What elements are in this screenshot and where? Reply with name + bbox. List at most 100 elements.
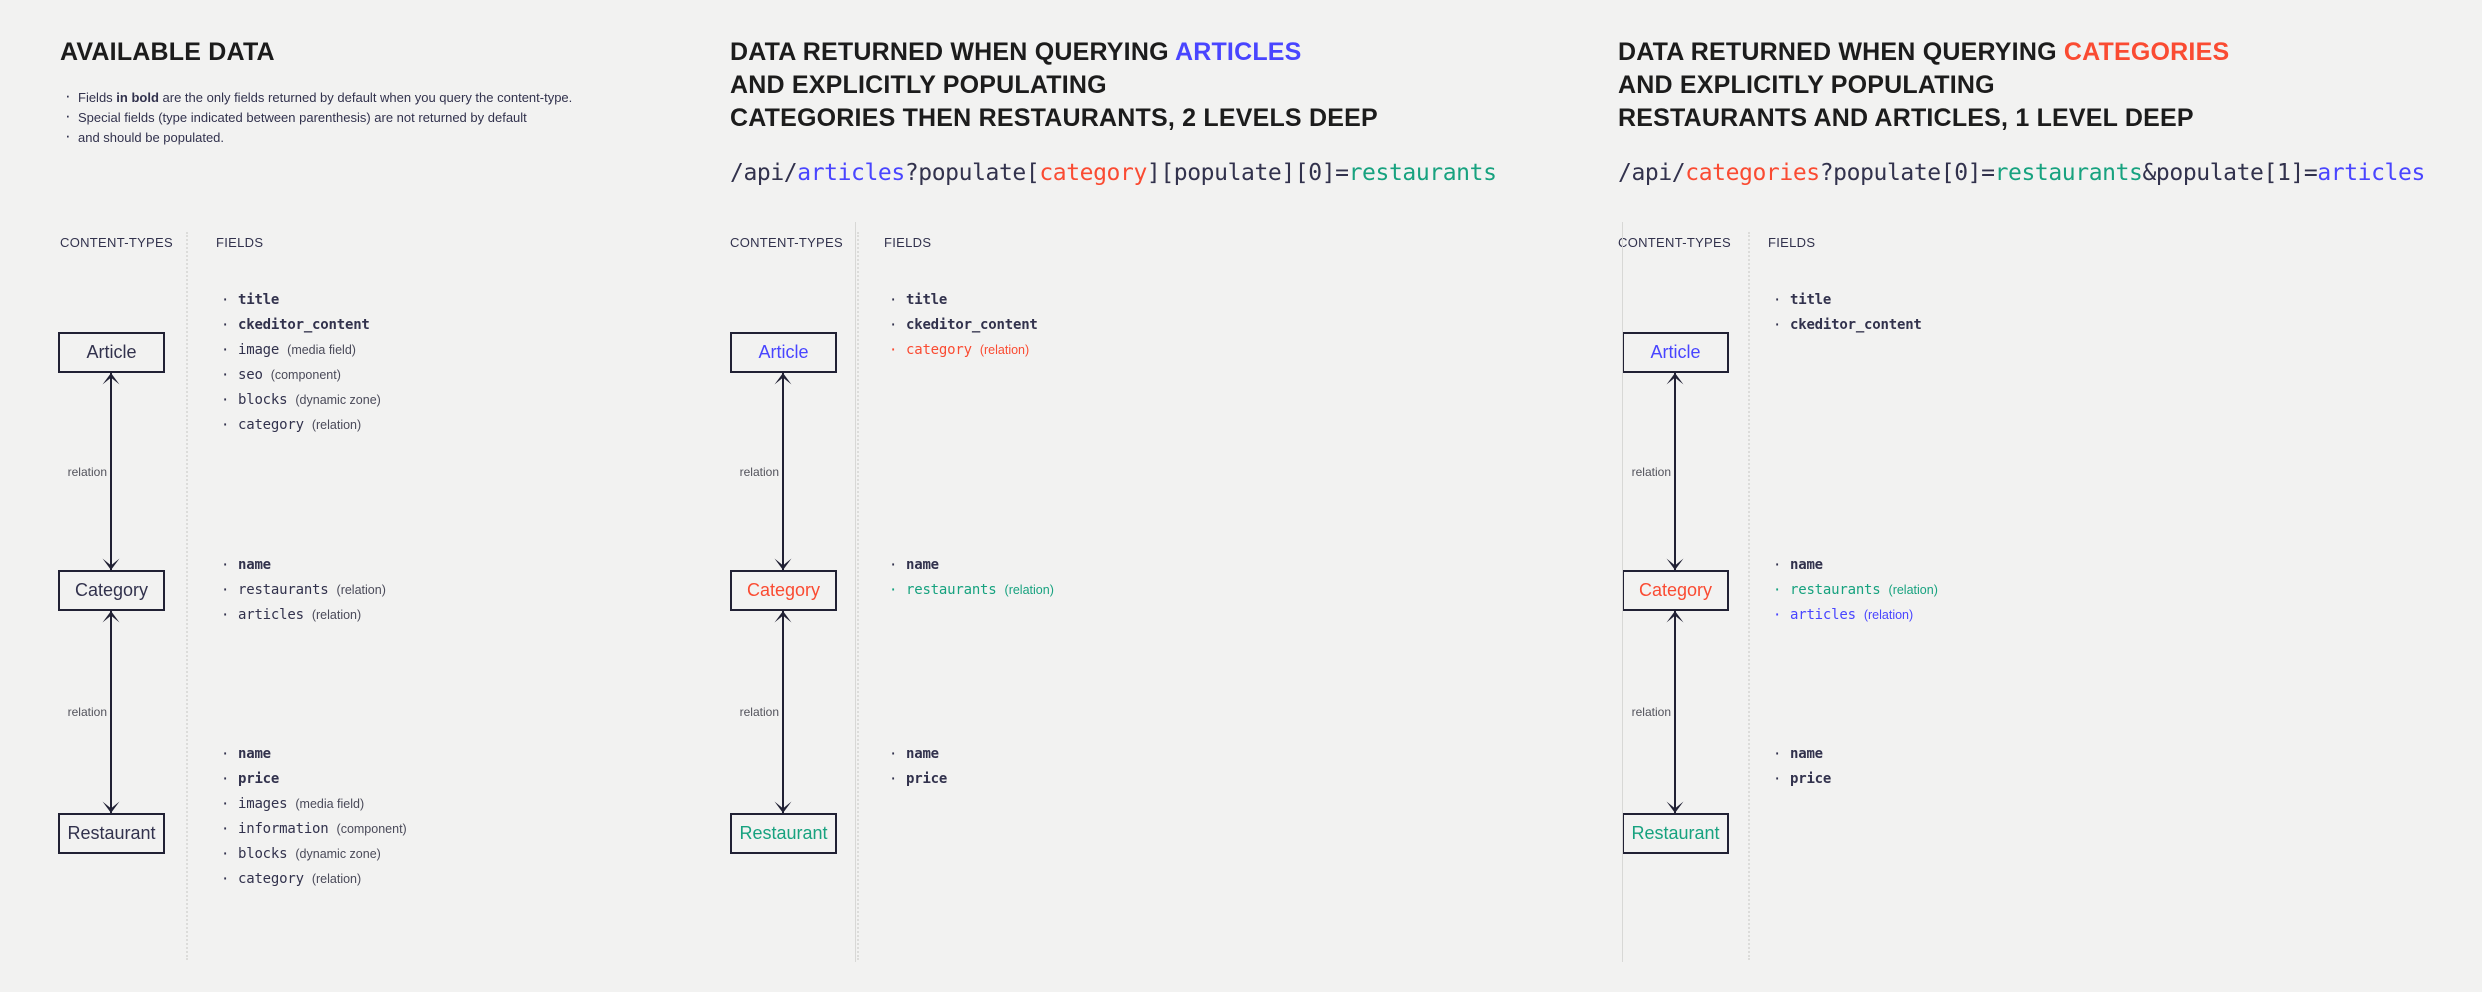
field-type: (relation) [311,608,362,622]
field-name: category [906,342,972,358]
field-name: name [906,557,939,573]
api-url-segment: ][populate][0]= [1146,160,1349,186]
content-type-box-restaurant[interactable]: Restaurant [58,813,165,854]
content-type-box-restaurant[interactable]: Restaurant [730,813,837,854]
panel-divider [1622,222,1623,962]
api-url-segment: category [1039,160,1147,186]
relation-label: relation [739,464,779,479]
field-name: title [1790,292,1832,308]
column-divider [1748,232,1750,960]
field-list-article: title ckeditor_content [1768,287,1922,338]
api-url-segment: ?populate[0]= [1819,160,1995,186]
api-url-segment: restaurants [1994,160,2143,186]
panel-heading-line: AND EXPLICITLY POPULATING [730,69,1107,101]
heading-segment: CATEGORIES [2063,38,2230,66]
content-type-box-category[interactable]: Category [1622,570,1729,611]
api-url-segment: /api/ [730,160,798,186]
field-name: blocks [238,392,288,408]
content-type-box-article[interactable]: Article [58,332,165,373]
field-row: title [1768,287,1922,313]
api-url: /api/categories?populate[0]=restaurants&… [1618,160,2425,186]
field-row: articles(relation) [216,602,386,628]
field-row: name [216,741,407,767]
arrow-up-icon [102,611,120,623]
connector-line [110,611,112,813]
field-type: (component) [336,822,407,836]
field-name: ckeditor_content [1790,317,1922,333]
panel-heading-line: CATEGORIES THEN RESTAURANTS, 2 LEVELS DE… [730,102,1378,134]
api-url-segment: articles [2317,160,2425,186]
panel-heading-line: AVAILABLE DATA [60,36,275,68]
field-row: restaurants(relation) [216,577,386,603]
field-row: category(relation) [216,412,381,438]
field-type: (relation) [311,418,362,432]
field-row: category(relation) [884,337,1038,363]
field-name: information [238,821,329,837]
relation-label: relation [67,464,107,479]
intro-bullet-continuation: and should be populated. [65,126,572,147]
field-name: images [238,796,288,812]
relation-connector: relation [1632,373,1687,570]
heading-segment: CATEGORIES THEN RESTAURANTS, 2 LEVELS DE… [730,104,1378,132]
relation-connector: relation [1632,611,1687,813]
field-row: images(media field) [216,791,407,817]
panel-heading-line: RESTAURANTS AND ARTICLES, 1 LEVEL DEEP [1618,102,2194,134]
field-type: (dynamic zone) [295,847,381,861]
arrow-up-icon [774,611,792,623]
content-type-box-category[interactable]: Category [730,570,837,611]
field-name: seo [238,367,263,383]
heading-segment: DATA RETURNED WHEN QUERYING [730,38,1175,66]
field-row: blocks(dynamic zone) [216,387,381,413]
content-type-box-article[interactable]: Article [730,332,837,373]
field-name: restaurants [1790,582,1881,598]
field-row: title [216,287,381,313]
intro-bullet: Special fields (type indicated between p… [65,106,572,127]
connector-line [1674,373,1676,570]
connector-line [782,611,784,813]
api-url-segment: articles [797,160,905,186]
intro-bullet: Fields in bold are the only fields retur… [65,86,572,107]
relation-connector: relation [68,611,123,813]
field-list-category: name restaurants (relation) [884,552,1054,603]
content-type-box-category[interactable]: Category [58,570,165,611]
field-row: articles(relation) [1768,602,1938,628]
relation-label: relation [739,705,779,719]
field-row: ckeditor_content [884,312,1038,338]
connector-line [110,373,112,570]
relation-label: relation [1631,464,1671,479]
intro-notes: Fields in bold are the only fields retur… [60,86,572,148]
api-url-segment: restaurants [1348,160,1497,186]
arrow-down-icon [102,558,120,570]
field-type: (component) [270,368,341,382]
field-type: (relation) [1004,583,1054,597]
content-type-box-restaurant[interactable]: Restaurant [1622,813,1729,854]
field-row: name [1768,741,1831,767]
field-type: (media field) [287,343,356,357]
api-url-segment: &populate[1]= [2142,160,2318,186]
api-url: /api/articles?populate[category][populat… [730,160,1497,186]
panel-heading-line: DATA RETURNED WHEN QUERYING CATEGORIES [1618,36,2229,68]
column-divider [857,232,859,960]
panel-heading-line: AND EXPLICITLY POPULATING [1618,69,1995,101]
connector-line [782,373,784,570]
panel-divider [855,222,856,962]
arrow-up-icon [102,373,120,385]
heading-segment: AND EXPLICITLY POPULATING [1618,71,1995,99]
field-row: category(relation) [216,866,407,892]
field-name: image [238,342,280,358]
content-type-box-article[interactable]: Article [1622,332,1729,373]
field-name: restaurants [906,582,997,598]
relation-connector: relation [740,373,795,570]
field-row: price [1768,766,1831,792]
api-url-segment: /api/ [1618,160,1686,186]
arrow-down-icon [774,801,792,813]
relation-connector: relation [68,373,123,570]
column-divider [186,232,188,960]
column-label-fields: FIELDS [884,235,932,250]
